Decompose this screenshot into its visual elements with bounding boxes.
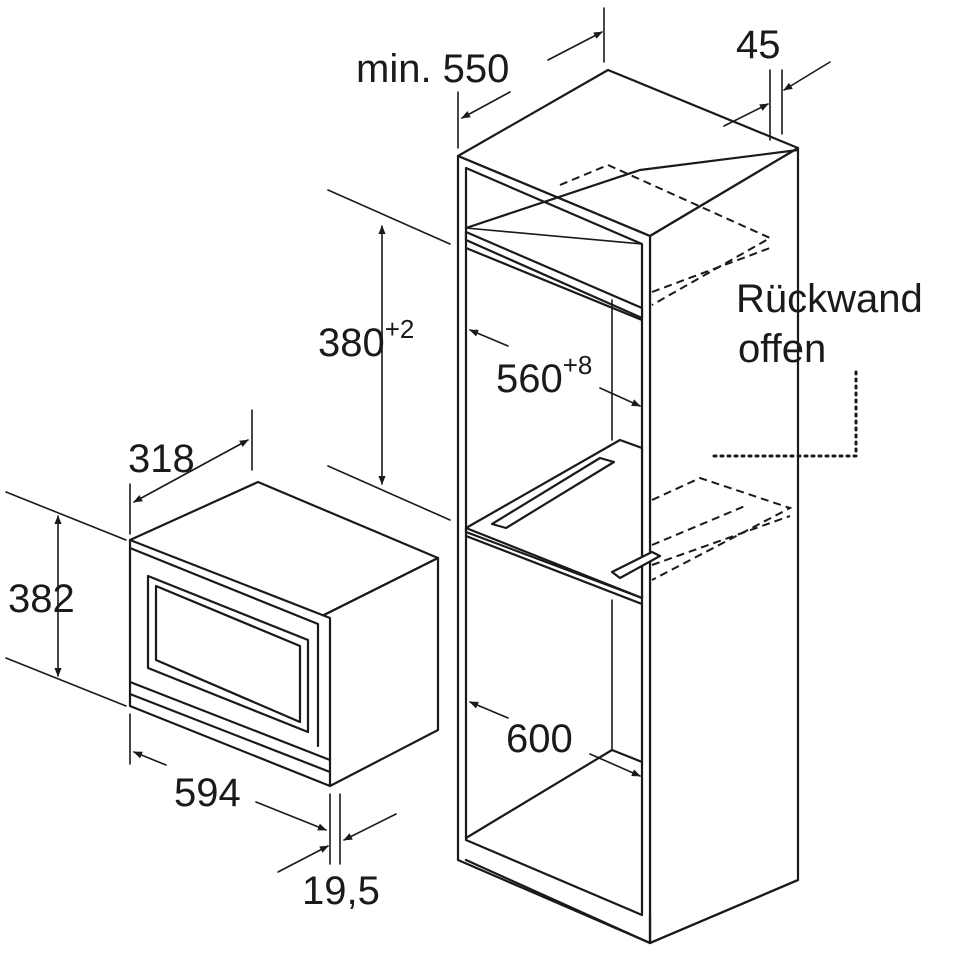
lower-shelf bbox=[464, 438, 644, 600]
dimension-lines bbox=[5, 7, 858, 873]
support-rail-left bbox=[490, 456, 616, 530]
label-cabinet-depth: min. 550 bbox=[356, 47, 509, 91]
dimension-labels: min. 550 45 380+2 560+8 Rückwand offen 3… bbox=[8, 23, 923, 913]
label-cabinet-width: 600 bbox=[506, 717, 573, 761]
open-back-lower-outline bbox=[651, 476, 793, 581]
label-niche-height: 380+2 bbox=[318, 314, 414, 365]
label-niche-width: 560+8 bbox=[496, 350, 592, 401]
label-rear-panel-line1: Rückwand bbox=[736, 277, 923, 321]
niche-width-value: 560 bbox=[496, 357, 563, 401]
upper-shelf bbox=[464, 230, 644, 320]
cabinet-side-face bbox=[648, 146, 800, 945]
rear-panel-leader bbox=[710, 370, 858, 458]
niche-width-tolerance: +8 bbox=[563, 350, 593, 380]
label-rear-panel-line2: offen bbox=[738, 327, 826, 371]
niche-height-value: 380 bbox=[318, 321, 385, 365]
appliance bbox=[128, 480, 440, 788]
label-appliance-width: 594 bbox=[174, 771, 241, 815]
label-cabinet-gap: 45 bbox=[736, 23, 781, 67]
tall-cabinet bbox=[456, 68, 800, 945]
open-back-upper-outline bbox=[559, 163, 773, 306]
niche-height-tolerance: +2 bbox=[385, 314, 415, 344]
appliance-window-inner bbox=[154, 584, 302, 724]
support-rail-right bbox=[610, 550, 662, 580]
label-appliance-height: 382 bbox=[8, 577, 75, 621]
label-appliance-depth: 318 bbox=[128, 437, 195, 481]
label-front-thickness: 19,5 bbox=[302, 869, 380, 913]
